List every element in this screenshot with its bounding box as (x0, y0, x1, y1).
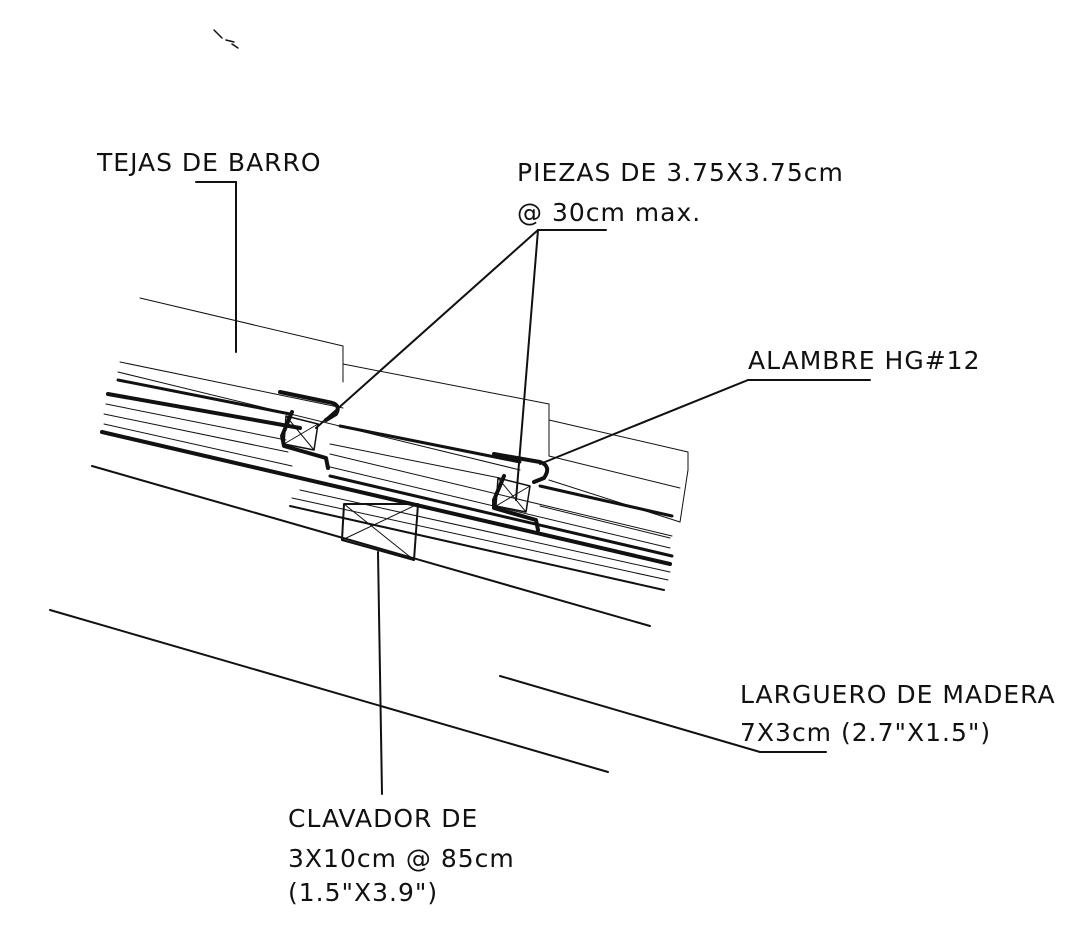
larguero-lines (49, 465, 761, 773)
pieza-right (492, 452, 550, 532)
larguero-label-line2: 7X3cm (2.7"X1.5") (740, 718, 992, 747)
piezas-label-line2: @ 30cm max. (517, 198, 702, 227)
clavador-label-line2: 3X10cm @ 85cm (288, 844, 515, 873)
stray-mark (213, 29, 239, 49)
alambre-label: ALAMBRE HG#12 (748, 346, 981, 375)
pieza-left (278, 390, 340, 470)
piezas-label-line1: PIEZAS DE 3.75X3.75cm (517, 158, 844, 187)
clavador-label-line1: CLAVADOR DE (288, 804, 479, 833)
tejas-label: TEJAS DE BARRO (97, 148, 322, 177)
roof-layers (100, 378, 674, 591)
larguero-label-line1: LARGUERO DE MADERA (740, 680, 1056, 709)
clavador-label-line3: (1.5"X3.9") (288, 878, 439, 907)
clay-tiles (117, 297, 689, 523)
leader-lines (195, 181, 871, 795)
clavador-block (341, 503, 419, 561)
